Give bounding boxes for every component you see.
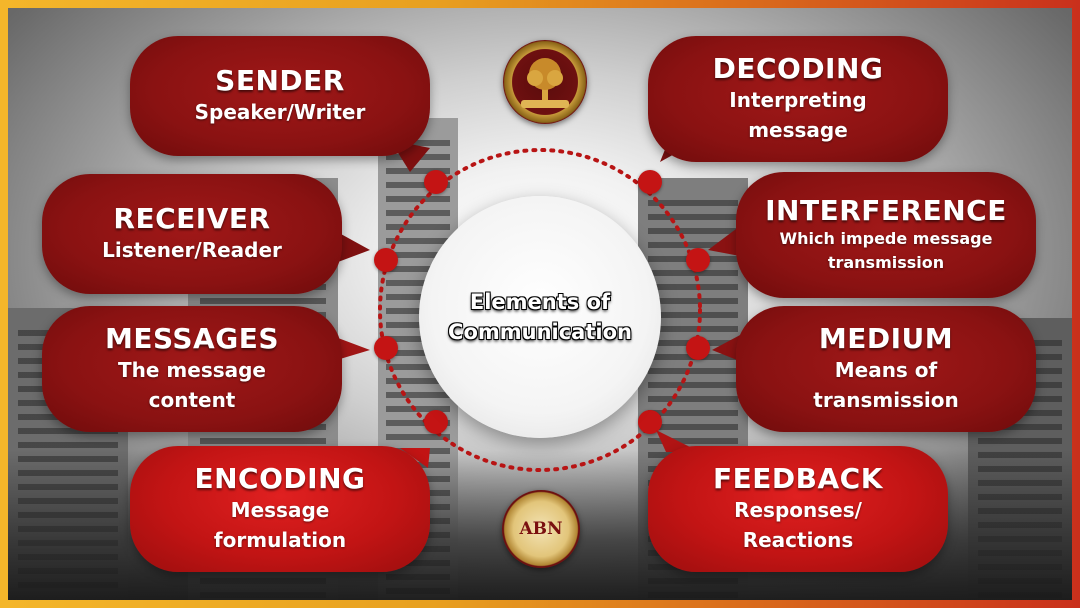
center-title-line2: Communication [448,320,632,344]
encoding-title: ENCODING [194,462,366,495]
interference-title: INTERFERENCE [765,194,1007,227]
bubble-decoding: DECODING Interpreting message [648,36,948,162]
bubble-feedback: FEEDBACK Responses/ Reactions [648,446,948,572]
center-title-line1: Elements of [469,290,611,314]
receiver-title: RECEIVER [113,202,271,235]
center-circle: Elements of Communication [419,196,661,438]
sender-title: SENDER [215,64,345,97]
messages-desc-line2: content [148,388,236,412]
ring-dot [374,336,398,360]
receiver-desc-line1: Listener/Reader [102,238,282,262]
sender-desc-line1: Speaker/Writer [194,100,366,124]
medium-desc-line1: Means of [834,358,938,382]
ring-dot [686,336,710,360]
interference-desc-line2: transmission [827,253,945,272]
medium-title: MEDIUM [818,322,954,355]
tail-medium [712,334,742,362]
ring-dot [638,410,662,434]
feedback-desc-line1: Responses/ [734,498,862,522]
interference-desc-line1: Which impede message [779,229,993,248]
messages-title: MESSAGES [104,322,279,355]
decoding-desc-line1: Interpreting [729,88,867,112]
decoding-title: DECODING [712,52,884,85]
feedback-title: FEEDBACK [713,462,883,495]
leaf-tree-seal-icon [503,40,587,124]
feedback-desc-line2: Reactions [742,528,854,552]
encoding-desc-line1: Message [230,498,330,522]
decoding-desc-line2: message [748,118,848,142]
abn-great-seal-icon: ABN [502,490,580,568]
bubble-encoding: ENCODING Message formulation [130,446,430,572]
bubble-sender: SENDER Speaker/Writer [130,36,430,156]
encoding-desc-line2: formulation [213,528,347,552]
bubble-interference: INTERFERENCE Which impede message transm… [736,172,1036,298]
bubble-medium: MEDIUM Means of transmission [736,306,1036,432]
messages-desc-line1: The message [118,358,266,382]
bubble-receiver: RECEIVER Listener/Reader [42,174,342,294]
ring-dot [374,248,398,272]
medium-desc-line2: transmission [813,388,959,412]
ring-dot [638,170,662,194]
tail-interference [708,226,740,256]
ring-dot [424,410,448,434]
ring-dot [424,170,448,194]
abn-seal-letters: ABN [519,519,563,539]
tree-icon [521,58,569,108]
bubble-messages: MESSAGES The message content [42,306,342,432]
ring-dot [686,248,710,272]
